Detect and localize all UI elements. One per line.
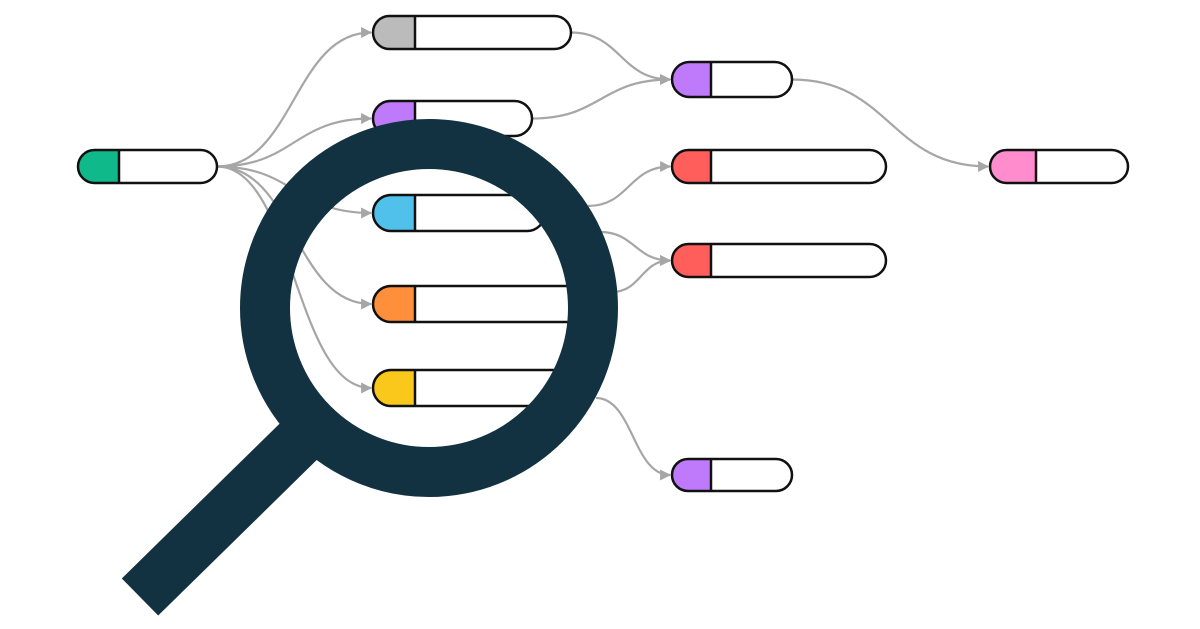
node-color-tab <box>672 62 711 97</box>
node-root <box>76 148 219 185</box>
node-purple-b <box>670 60 794 99</box>
node-color-tab <box>672 150 711 183</box>
node-color-tab <box>373 195 415 231</box>
node-orange <box>371 284 590 324</box>
edge-purple-a-to-purple-b <box>531 74 672 120</box>
edge-orange-to-red-b <box>611 255 672 294</box>
node-red-b <box>670 242 888 279</box>
edge-blue-to-red-a <box>587 161 672 208</box>
node-gray <box>371 14 573 51</box>
edge-yellow-to-purple-c <box>595 396 672 481</box>
node-purple-c <box>670 457 794 493</box>
node-color-tab <box>373 370 415 406</box>
edge-root-to-gray <box>216 27 373 168</box>
node-pink <box>988 148 1130 185</box>
node-color-tab <box>672 244 711 277</box>
node-color-tab <box>78 150 119 183</box>
edges <box>216 27 990 481</box>
magnifying-glass-icon <box>121 119 618 616</box>
edge-root-to-yellow <box>216 165 373 394</box>
node-color-tab <box>672 459 711 491</box>
node-red-a <box>670 148 888 185</box>
edge-purple-b-to-pink <box>791 78 990 172</box>
node-color-tab <box>373 16 415 49</box>
edge-gray-to-purple-b <box>570 31 672 85</box>
node-blue <box>371 193 547 233</box>
edge-root-to-purple-a <box>216 113 373 168</box>
node-color-tab <box>990 150 1036 183</box>
node-color-tab <box>373 286 415 322</box>
